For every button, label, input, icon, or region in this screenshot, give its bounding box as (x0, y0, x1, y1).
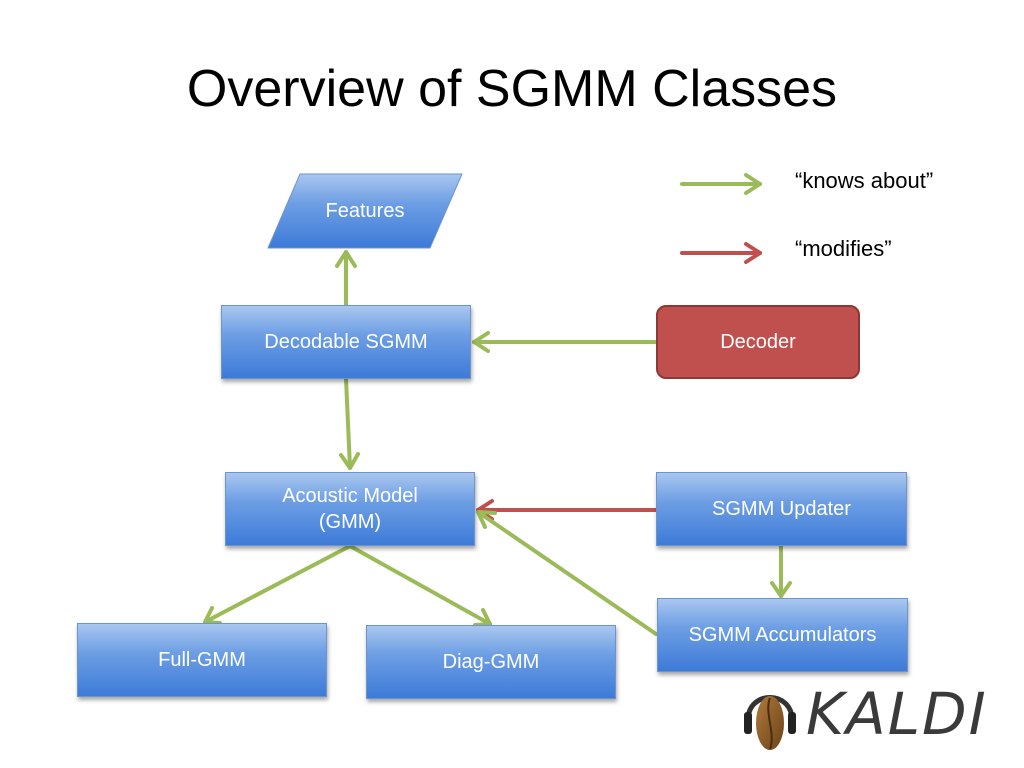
decoder-node: Decoder (656, 305, 860, 379)
legend-modifies-arrow (680, 242, 762, 264)
diag-gmm-node: Diag-GMM (366, 625, 616, 699)
kaldi-logo-text: KALDI (806, 680, 988, 748)
features-shape (267, 173, 463, 249)
acoustic-model-label: Acoustic Model (282, 485, 418, 507)
acoustic-model-sublabel: (GMM) (318, 511, 382, 533)
arrow-decodable-to-features (335, 250, 357, 307)
legend-knows-arrow (680, 173, 762, 195)
full-gmm-node: Full-GMM (77, 623, 327, 697)
slide-title: Overview of SGMM Classes (186, 60, 838, 118)
legend-knows-about-label: “knows about” (795, 168, 934, 193)
arrow-acoustic-to-diaggmm (348, 544, 492, 627)
sgmm-accumulators-node: SGMM Accumulators (657, 598, 908, 672)
arrow-updater-to-accumulators (770, 544, 792, 598)
sgmm-updater-node: SGMM Updater (656, 472, 907, 546)
decodable-sgmm-node: Decodable SGMM (221, 305, 471, 379)
arrow-decodable-to-acoustic (339, 377, 360, 470)
arrow-acoustic-to-fullgmm (203, 544, 352, 625)
arrow-accumulators-to-acoustic (476, 510, 658, 636)
legend-modifies-label: “modifies” (795, 236, 892, 261)
arrow-updater-modifies-acoustic (476, 499, 658, 521)
kaldi-logo-icon (744, 695, 796, 750)
arrow-decoder-to-decodable (472, 331, 658, 353)
features-node: Features (325, 199, 405, 222)
acoustic-model-node: Acoustic Model (GMM) (225, 472, 475, 546)
